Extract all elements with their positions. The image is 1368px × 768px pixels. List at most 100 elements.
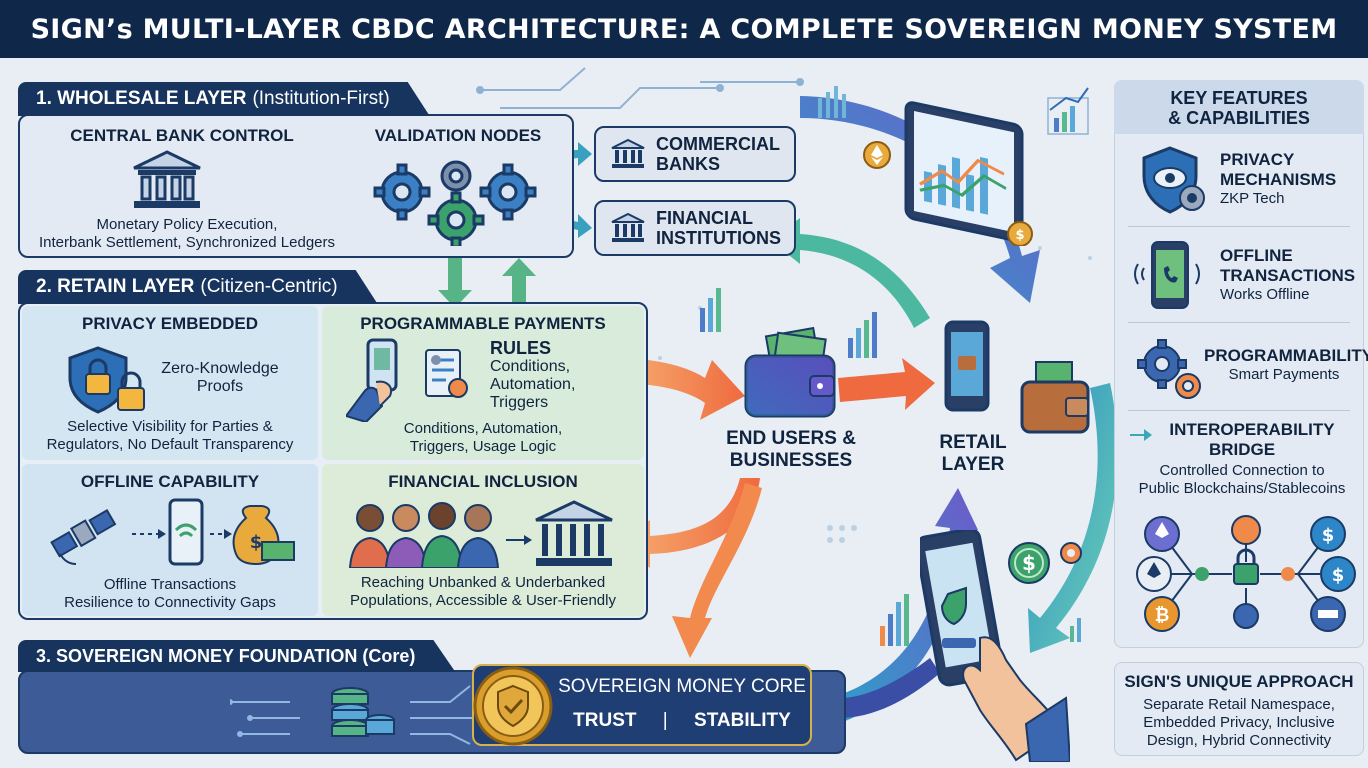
rules-heading: RULES bbox=[490, 338, 552, 358]
central-bank-heading: CENTRAL BANK CONTROL bbox=[70, 126, 294, 145]
validation-gears-icon bbox=[373, 160, 537, 246]
svg-text:$: $ bbox=[1322, 525, 1335, 546]
financial-line1: FINANCIAL bbox=[656, 208, 753, 228]
rules-box: RULES Conditions, Automation, Triggers bbox=[490, 338, 640, 412]
offline-desc-line1: Offline Transactions bbox=[103, 576, 237, 593]
blockchain-bridge-icon: ₿ $ $ bbox=[1136, 515, 1356, 632]
wholesale-tab: 1. WHOLESALE LAYER (Institution-First) bbox=[18, 82, 430, 116]
core-separator: | bbox=[662, 710, 668, 731]
foundation-circuit bbox=[230, 685, 480, 745]
small-gear-icon bbox=[1060, 542, 1082, 564]
offline-desc-line2: Resilience to Connectivity Gaps bbox=[64, 594, 276, 611]
approach-line3: Design, Hybrid Connectivity bbox=[1146, 732, 1332, 749]
end-users-line2: BUSINESSES bbox=[729, 450, 853, 471]
financial-institutions-label: FINANCIAL INSTITUTIONS bbox=[656, 208, 781, 248]
retail-phone-icon bbox=[944, 320, 990, 412]
wallet-right-icon bbox=[1020, 361, 1090, 434]
satellite-phone-money-icon: $ bbox=[50, 498, 295, 566]
offline-heading: OFFLINE CAPABILITY bbox=[80, 472, 260, 491]
features-divider-2 bbox=[1128, 322, 1350, 323]
svg-text:$: $ bbox=[1015, 228, 1024, 243]
features-divider-3 bbox=[1128, 410, 1350, 411]
approach-panel bbox=[1114, 662, 1364, 756]
gold-seal-icon bbox=[473, 666, 553, 746]
core-heading: SOVEREIGN MONEY CORE bbox=[558, 676, 806, 697]
privacy-eye-shield-icon bbox=[1142, 146, 1205, 214]
zkp-label: Zero-Knowledge Proofs bbox=[150, 360, 290, 396]
approach-description: Separate Retail Namespace, Embedded Priv… bbox=[1114, 696, 1364, 750]
rules-line2: Automation, bbox=[490, 376, 576, 393]
privacy-desc-line2: Regulators, No Default Transparency bbox=[46, 436, 294, 453]
interop-sub-line1: Controlled Connection to bbox=[1159, 462, 1325, 479]
wholesale-panel bbox=[18, 114, 574, 258]
commercial-line1: COMMERCIAL bbox=[656, 134, 780, 154]
programmable-description: Conditions, Automation, Triggers, Usage … bbox=[322, 420, 644, 456]
core-values: TRUST | STABILITY bbox=[560, 710, 804, 732]
programmable-desc-line1: Conditions, Automation, bbox=[403, 420, 563, 437]
approach-heading: SIGN'S UNIQUE APPROACH bbox=[1124, 672, 1354, 691]
zkp-line2: Proofs bbox=[196, 378, 244, 395]
inclusion-desc-line1: Reaching Unbanked & Underbanked bbox=[360, 574, 606, 591]
offline-transactions-text: OFFLINE TRANSACTIONS Works Offline bbox=[1220, 246, 1362, 304]
ethereum-coin-icon bbox=[863, 141, 891, 169]
people-bank-icon bbox=[348, 500, 613, 568]
shield-lock-icon bbox=[68, 346, 145, 414]
offline-transactions-line2: TRANSACTIONS bbox=[1220, 266, 1356, 285]
offline-transactions-sub: Works Offline bbox=[1220, 286, 1310, 303]
retail-layer-label: RETAIL LAYER bbox=[918, 432, 1028, 476]
features-divider-1 bbox=[1128, 226, 1350, 227]
retail-line1: RETAIL bbox=[939, 432, 1007, 453]
features-header-bg bbox=[1114, 80, 1364, 134]
dollar-coin-icon: $ bbox=[1008, 542, 1050, 584]
retain-tab-subtitle: (Citizen-Centric) bbox=[200, 276, 338, 297]
svg-text:$: $ bbox=[1022, 551, 1036, 575]
interop-title-line1: INTEROPERABILITY bbox=[1169, 420, 1335, 439]
inclusion-description: Reaching Unbanked & Underbanked Populati… bbox=[322, 574, 644, 610]
wholesale-tab-subtitle: (Institution-First) bbox=[252, 88, 390, 109]
zkp-line1: Zero-Knowledge bbox=[161, 360, 279, 377]
approach-line1: Separate Retail Namespace, bbox=[1143, 696, 1335, 713]
features-heading-line1: KEY FEATURES bbox=[1170, 88, 1308, 108]
features-heading-line2: & CAPABILITIES bbox=[1168, 108, 1310, 128]
svg-text:$: $ bbox=[250, 532, 263, 553]
programmability-gears-icon bbox=[1137, 339, 1201, 399]
offline-transactions-line1: OFFLINE bbox=[1220, 246, 1293, 265]
svg-text:$: $ bbox=[1332, 565, 1345, 586]
interop-title-line2: BRIDGE bbox=[1208, 440, 1276, 459]
privacy-mechanisms-line2: MECHANISMS bbox=[1220, 170, 1337, 189]
retain-tab-title: 2. RETAIN LAYER bbox=[36, 276, 195, 297]
commercial-banks-box: COMMERCIAL BANKS bbox=[594, 126, 796, 182]
privacy-heading: PRIVACY EMBEDDED bbox=[81, 314, 258, 333]
retail-line2: LAYER bbox=[941, 454, 1005, 475]
svg-text:₿: ₿ bbox=[1155, 605, 1170, 626]
end-users-label: END USERS & BUSINESSES bbox=[706, 428, 876, 472]
page-title: SIGN’s MULTI-LAYER CBDC ARCHITECTURE: A … bbox=[0, 0, 1368, 58]
phone-hand-icon bbox=[346, 338, 468, 422]
hand-phone-icon bbox=[920, 530, 1070, 762]
commercial-banks-label: COMMERCIAL BANKS bbox=[656, 134, 780, 174]
privacy-mechanisms-line1: PRIVACY bbox=[1220, 150, 1295, 169]
wholesale-description: Monetary Policy Execution, Interbank Set… bbox=[22, 216, 352, 252]
offline-description: Offline Transactions Resilience to Conne… bbox=[22, 576, 318, 612]
programmability-text: PROGRAMMABILITY Smart Payments bbox=[1204, 346, 1368, 384]
financial-institution-icon bbox=[611, 212, 645, 242]
privacy-description: Selective Visibility for Parties & Regul… bbox=[22, 418, 318, 454]
rules-line1: Conditions, bbox=[490, 358, 571, 375]
programmable-heading: PROGRAMMABLE PAYMENTS bbox=[360, 314, 606, 333]
end-users-line1: END USERS & bbox=[726, 428, 856, 449]
privacy-mechanisms-sub: ZKP Tech bbox=[1220, 190, 1285, 207]
foundation-tab: 3. SOVEREIGN MONEY FOUNDATION (Core) bbox=[18, 640, 455, 672]
interop-arrow-icon bbox=[1130, 429, 1152, 441]
wholesale-desc-line1: Monetary Policy Execution, bbox=[96, 216, 278, 233]
offline-phone-icon bbox=[1134, 241, 1200, 309]
privacy-mechanisms-text: PRIVACY MECHANISMS ZKP Tech bbox=[1220, 150, 1362, 208]
retain-tab: 2. RETAIN LAYER (Citizen-Centric) bbox=[18, 270, 378, 304]
wallet-icon bbox=[744, 326, 836, 418]
inclusion-desc-line2: Populations, Accessible & User-Friendly bbox=[350, 592, 616, 609]
programmable-desc-line2: Triggers, Usage Logic bbox=[409, 438, 557, 455]
commercial-bank-icon bbox=[611, 138, 645, 168]
programmability-title: PROGRAMMABILITY bbox=[1204, 346, 1368, 365]
financial-institutions-box: FINANCIAL INSTITUTIONS bbox=[594, 200, 796, 256]
features-heading: KEY FEATURES & CAPABILITIES bbox=[1114, 88, 1364, 128]
trust-label: TRUST bbox=[573, 710, 637, 731]
